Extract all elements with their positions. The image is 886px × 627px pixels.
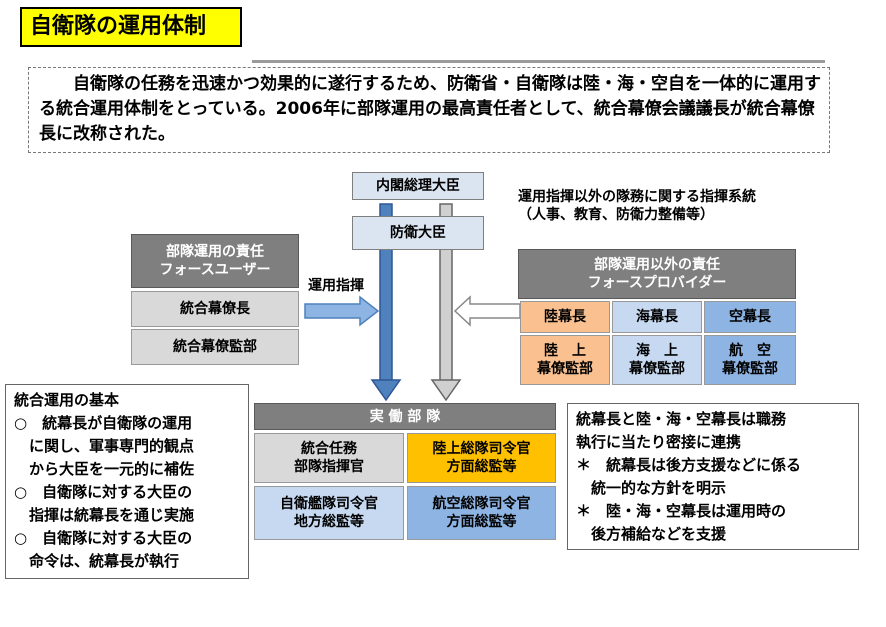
joint-task-force-box: 統合任務 部隊指揮官 (254, 433, 404, 483)
asdf-staff-box: 航 空 幕僚監部 (704, 335, 796, 385)
air-command-box: 航空総隊司令官 方面総監等 (407, 486, 556, 540)
gray-chain-arrowhead (430, 379, 462, 402)
fleet-command-box: 自衛艦隊司令官 地方総監等 (254, 486, 404, 540)
cooperation-panel: 統幕長と陸・海・空幕長は職務 執行に当たり密接に連携 ＊ 統幕長は後方支援などに… (567, 403, 859, 550)
blue-command-arrowhead (370, 379, 402, 402)
operational-units-header: 実 働 部 隊 (254, 403, 556, 430)
pm-box: 内閣総理大臣 (352, 172, 484, 200)
msdf-staff-box: 海 上 幕僚監部 (612, 335, 702, 385)
msdf-chief-box: 海幕長 (612, 301, 702, 333)
title-divider (252, 60, 825, 63)
gsdf-command-box: 陸上総隊司令官 方面総監等 (407, 433, 556, 483)
force-user-header: 部隊運用の責任 フォースユーザー (131, 234, 299, 288)
intro-text-box: 自衛隊の任務を迅速かつ効果的に遂行するため、防衛省・自衛隊は陸・海・空自を一体的… (28, 67, 830, 153)
operational-command-arrow (304, 295, 380, 327)
non-operational-chain-label: 運用指揮以外の隊務に関する指揮系統 （人事、教育、防衛力整備等） (518, 189, 756, 223)
operational-command-label: 運用指揮 (308, 278, 364, 294)
minister-box: 防衛大臣 (352, 216, 484, 250)
page-title: 自衛隊の運用体制 (20, 7, 242, 47)
joint-staff-box: 統合幕僚監部 (131, 329, 299, 365)
gsdf-staff-box: 陸 上 幕僚監部 (520, 335, 610, 385)
provider-arrow (453, 295, 521, 327)
provider-header: 部隊運用以外の責任 フォースプロバイダー (518, 249, 796, 299)
gsdf-chief-box: 陸幕長 (520, 301, 610, 333)
joint-chief-box: 統合幕僚長 (131, 291, 299, 327)
asdf-chief-box: 空幕長 (704, 301, 796, 333)
joint-operation-basics-panel: 統合運用の基本 ○ 統幕長が自衛隊の運用 に関し、軍事専門的観点 から大臣を一元… (5, 384, 249, 579)
intro-text: 自衛隊の任務を迅速かつ効果的に遂行するため、防衛省・自衛隊は陸・海・空自を一体的… (39, 74, 821, 144)
